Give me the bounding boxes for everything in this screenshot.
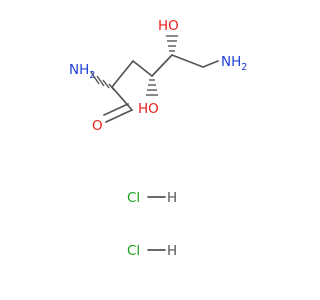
structure-diagram: NH2 O HO HO NH2 Cl H Cl H [69, 18, 247, 259]
bond-c1-c2 [111, 86, 133, 111]
bond-c1-o-double-a [105, 109, 133, 123]
bond-c6-n [202, 60, 219, 68]
bond-c4-c5 [151, 54, 173, 77]
atom-h-2: H [167, 243, 177, 259]
hash-c2-n-2 [102, 79, 110, 89]
bond-c5-c6 [171, 54, 204, 68]
atom-cl-1: Cl [127, 190, 140, 206]
atom-o4: HO [138, 101, 159, 117]
atom-n6: NH2 [221, 54, 247, 73]
hash-c2-n-3 [96, 75, 105, 87]
hash-c2-n-1 [108, 83, 115, 91]
hash-c2-n-4 [90, 71, 100, 85]
atom-n2: NH2 [69, 62, 95, 81]
atom-h-1: H [167, 190, 177, 206]
bond-c3-c4 [132, 60, 153, 77]
atom-cl-2: Cl [127, 243, 140, 259]
atom-o5: HO [158, 18, 179, 34]
atom-o1: O [92, 118, 103, 134]
bond-c2-c3 [111, 60, 134, 88]
bond-c1-o-double-b [103, 103, 129, 116]
